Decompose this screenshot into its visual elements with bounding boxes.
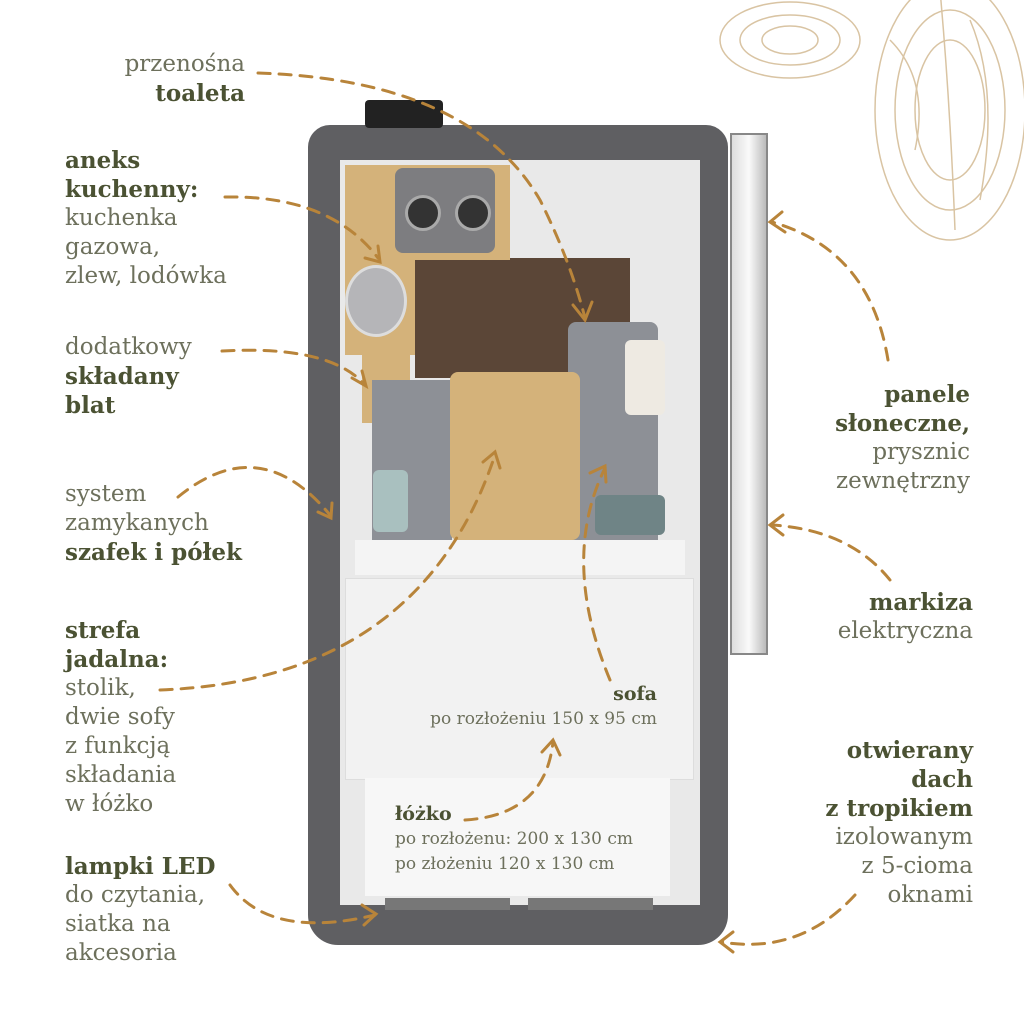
label-text: dodatkowy (65, 334, 192, 360)
toilet-unit (365, 100, 443, 128)
label-title: szafek i półek (65, 539, 242, 566)
cabinets-label: system zamykanych szafek i półek (65, 480, 242, 567)
label-text: gazowa, (65, 234, 161, 260)
label-text: stolik, (65, 675, 136, 701)
label-title: aneks (65, 147, 141, 174)
label-text: kuchenka (65, 205, 178, 231)
label-text: system (65, 481, 147, 507)
sofa-dimensions: po rozłożeniu 150 x 95 cm (430, 709, 657, 729)
cushion (373, 470, 408, 532)
dining-label: strefa jadalna: stolik, dwie sofy z funk… (65, 616, 176, 819)
label-title: toaleta (155, 80, 245, 107)
bed-mattress (345, 578, 694, 780)
label-text: składania (65, 762, 177, 788)
roof-label: otwierany dach z tropikiem izolowanym z … (770, 736, 973, 910)
label-text: izolowanym (835, 824, 973, 850)
awning-solar-panel (730, 133, 768, 655)
label-title: słoneczne, (835, 410, 970, 437)
folding-counter-label: dodatkowy składany blat (65, 333, 192, 420)
bed-label: łóżko po rozłożenu: 200 x 130 cm po złoż… (395, 802, 695, 877)
toilet-label: przenośna toaleta (60, 50, 245, 108)
label-title: markiza (869, 589, 973, 616)
label-title: dach (911, 766, 973, 793)
label-title: kuchenny: (65, 176, 199, 203)
label-title: blat (65, 392, 116, 419)
label-text: oknami (887, 882, 973, 908)
vent (528, 898, 653, 910)
label-text: w łóżko (65, 791, 154, 817)
label-text: zlew, lodówka (65, 263, 227, 289)
sofa-label: sofa po rozłożeniu 150 x 95 cm (395, 682, 657, 732)
label-text: prysznic (872, 439, 970, 465)
label-text: zamykanych (65, 510, 209, 536)
label-title: lampki LED (65, 853, 216, 880)
label-title: strefa (65, 617, 141, 644)
label-text: do czytania, (65, 882, 206, 908)
label-title: panele (884, 381, 970, 408)
kitchen-label: aneks kuchenny: kuchenka gazowa, zlew, l… (65, 146, 227, 291)
arrowhead-icon (767, 513, 785, 537)
label-text: elektryczna (837, 618, 973, 644)
label-text: zewnętrzny (835, 468, 970, 494)
awning-label: markiza elektryczna (770, 588, 973, 646)
pinecone-illustration (719, 0, 1024, 241)
label-title: otwierany (846, 737, 973, 764)
cushion (625, 340, 665, 415)
sink (345, 265, 407, 337)
vent (385, 898, 510, 910)
bed-unfolded: po rozłożenu: 200 x 130 cm (395, 829, 633, 849)
label-title: jadalna: (65, 646, 169, 673)
bed-title: łóżko (395, 803, 452, 825)
burner-icon (405, 195, 441, 231)
cushion (595, 495, 665, 535)
sofa-title: sofa (613, 683, 657, 705)
dining-table (450, 372, 580, 540)
label-text: siatka na (65, 911, 171, 937)
label-text: z funkcją (65, 733, 171, 759)
bed-frame (355, 540, 685, 575)
label-title: z tropikiem (825, 795, 973, 822)
burner-icon (455, 195, 491, 231)
label-text: dwie sofy (65, 704, 175, 730)
label-text: akcesoria (65, 940, 177, 966)
arrowhead-icon (717, 930, 735, 954)
label-title: składany (65, 363, 179, 390)
label-text: przenośna (124, 51, 245, 77)
led-label: lampki LED do czytania, siatka na akceso… (65, 852, 215, 968)
label-text: z 5-cioma (861, 853, 973, 879)
bed-folded: po złożeniu 120 x 130 cm (395, 854, 615, 874)
arrow-awning (770, 523, 892, 582)
solar-label: panele słoneczne, prysznic zewnętrzny (770, 380, 970, 496)
